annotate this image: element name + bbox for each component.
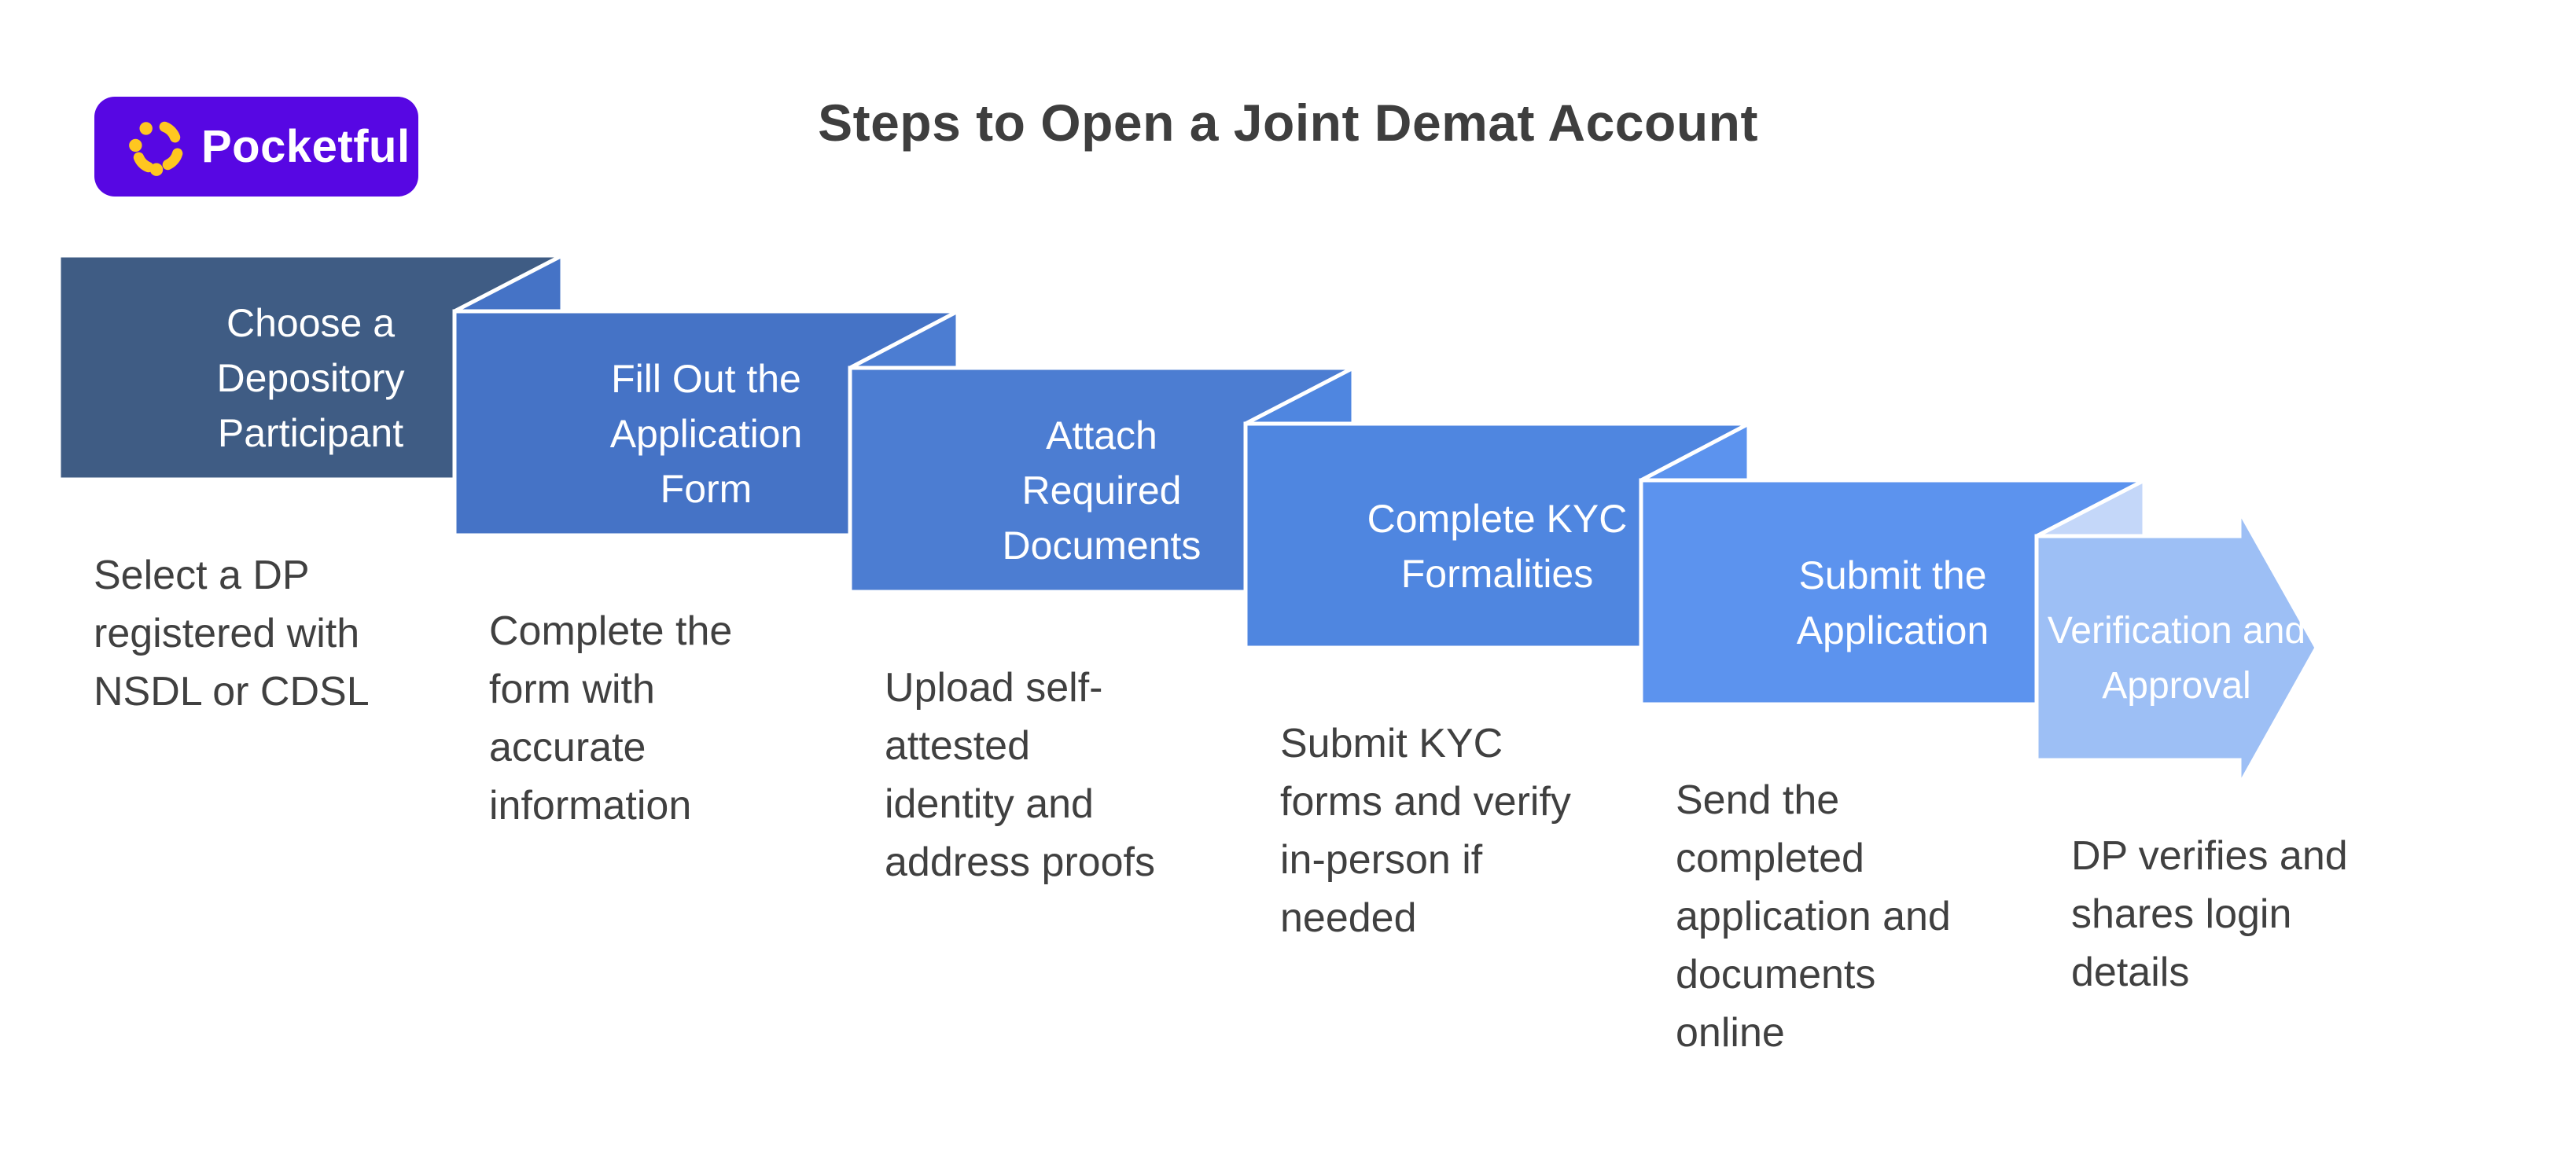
step-2-caption: Complete the form with accurate informat… (489, 608, 733, 828)
brand-name: Pocketful (201, 121, 410, 172)
step-3-label: Attach Required Documents (1002, 413, 1202, 568)
step-4-label: Complete KYC Formalities (1367, 496, 1628, 596)
step-6-caption: DP verifies and shares login details (2071, 833, 2348, 995)
step-3-caption: Upload self- attested identity and addre… (885, 665, 1155, 885)
step-5-label: Submit the Application (1796, 553, 1989, 652)
step-6-arrow (2034, 503, 2319, 793)
step-6-label: Verification and Approval (2047, 609, 2306, 707)
pocketful-flower-icon (129, 121, 183, 176)
pocketful-logo: Pocketful (94, 97, 418, 197)
step-1-label: Choose a Depository Participant (216, 300, 405, 455)
step-2-label: Fill Out the Application Form (609, 356, 803, 511)
step-1-caption: Select a DP registered with NSDL or CDSL (94, 553, 370, 715)
page-title: Steps to Open a Joint Demat Account (818, 94, 1758, 152)
step-5-caption: Send the completed application and docum… (1676, 777, 1951, 1056)
step-4-caption: Submit KYC forms and verify in-person if… (1280, 721, 1571, 941)
